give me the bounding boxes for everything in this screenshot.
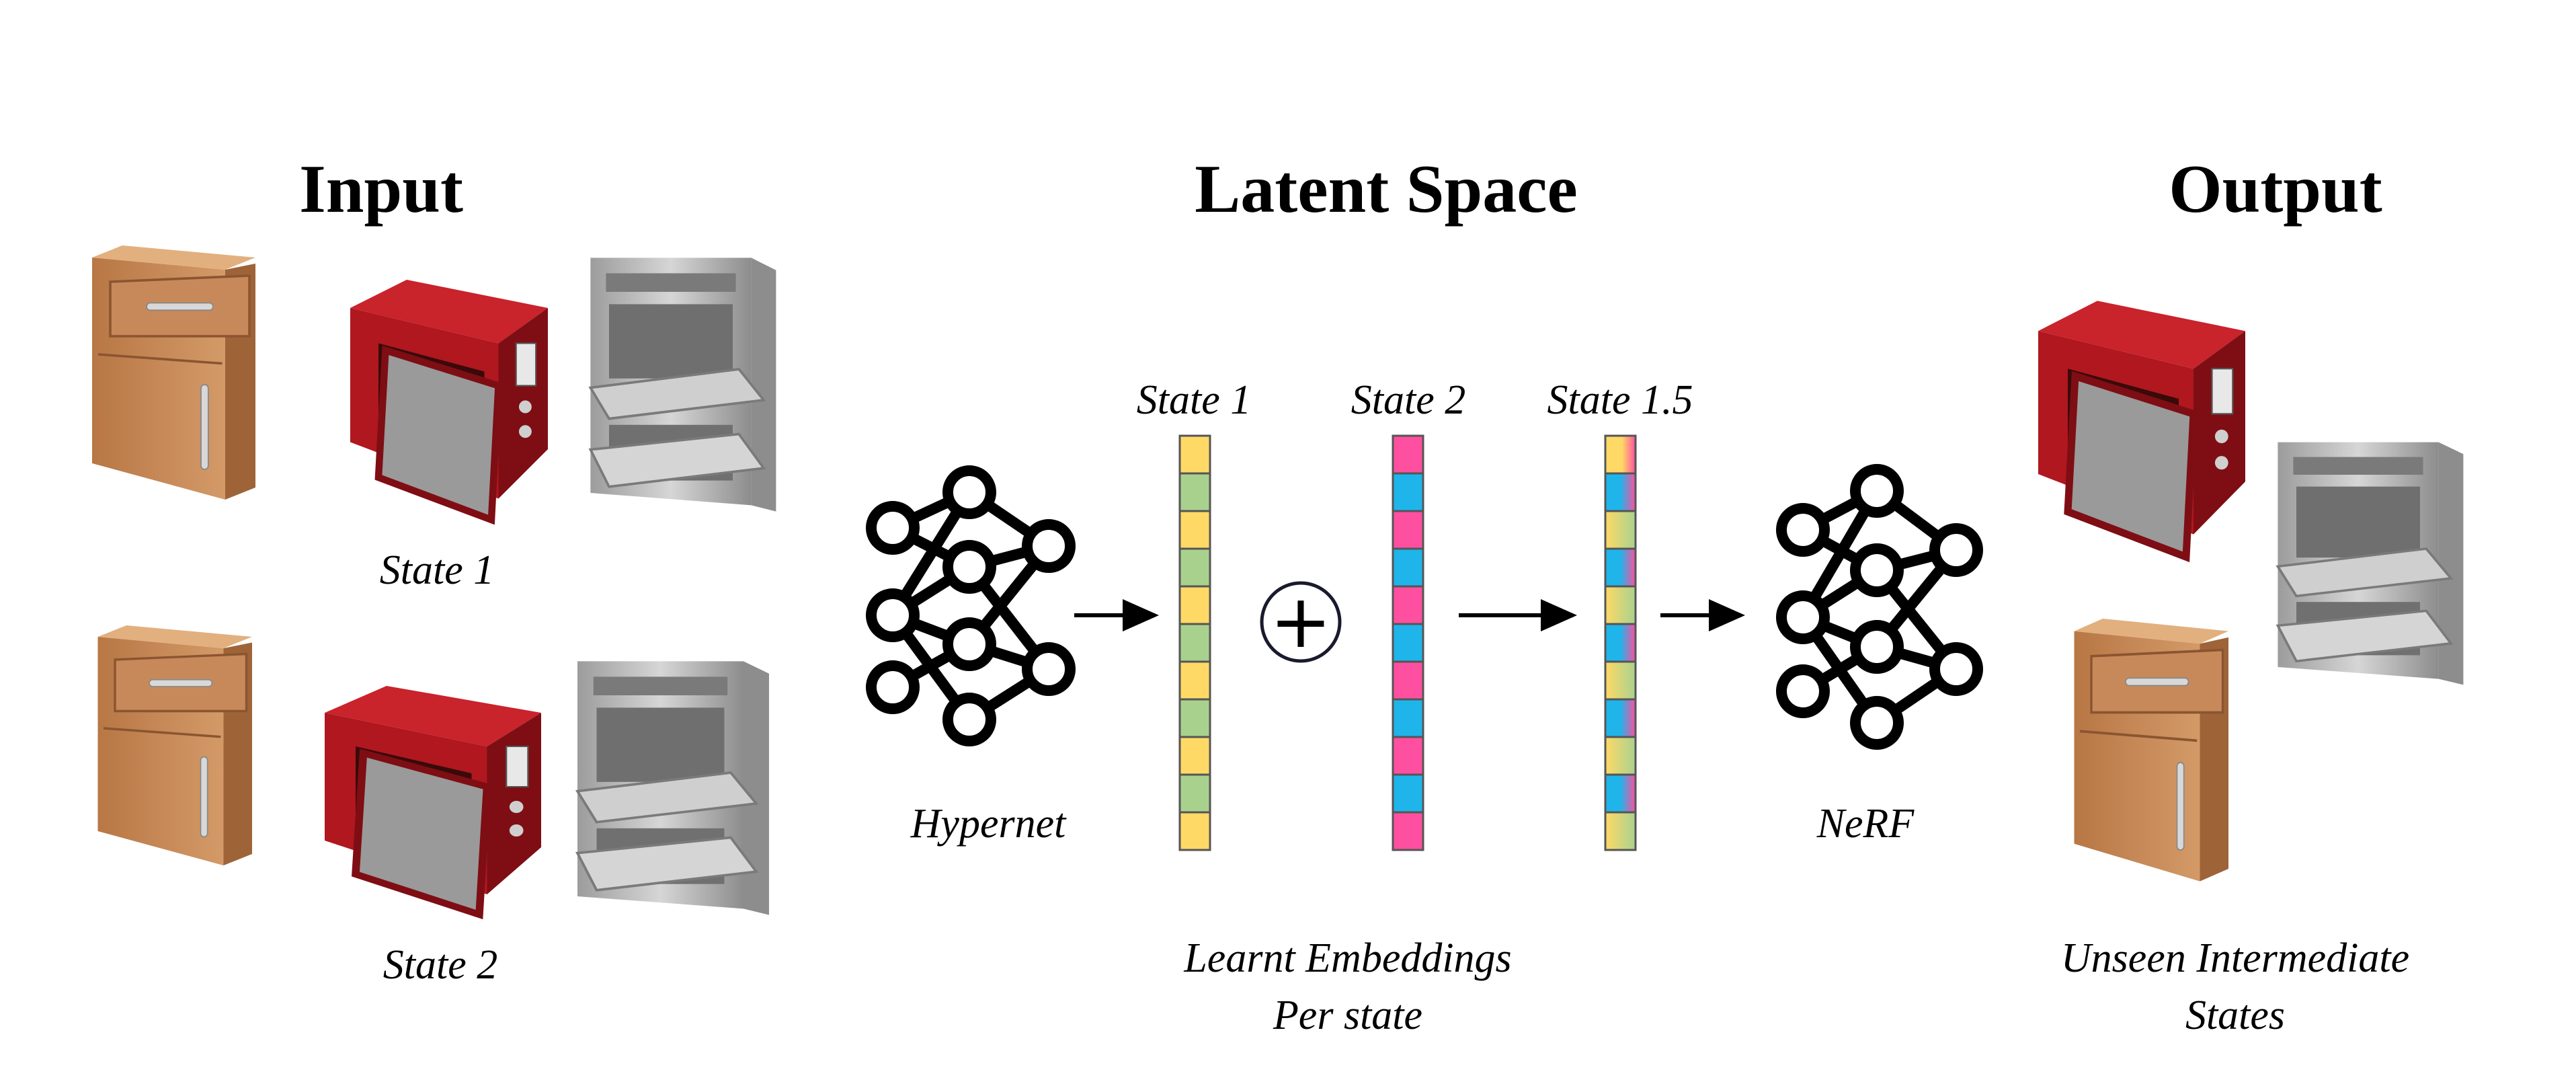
output-header: Output (2169, 151, 2382, 227)
embedding-cell-state15-2 (1604, 510, 1637, 550)
embedding-cell-state1-10 (1178, 811, 1211, 851)
embedding-cell-state15-10 (1604, 811, 1637, 851)
embedding-cell-state1-3 (1178, 547, 1211, 588)
embedding-label-state15: State 1.5 (1547, 377, 1693, 423)
plus-symbol: + (1270, 578, 1332, 664)
embedding-cell-state1-5 (1178, 623, 1211, 663)
embedding-cell-state15-8 (1604, 736, 1637, 776)
embedding-cell-state2-2 (1392, 510, 1424, 550)
embedding-cell-state2-5 (1392, 623, 1424, 663)
embedding-cell-state2-8 (1392, 736, 1424, 776)
embedding-cell-state15-0 (1604, 434, 1637, 475)
embedding-cell-state15-4 (1604, 585, 1637, 625)
embedding-cell-state15-7 (1604, 698, 1637, 738)
embedding-label-state1: State 1 (1137, 377, 1251, 423)
cabinet-output-image (2072, 617, 2230, 883)
embedding-cell-state15-5 (1604, 623, 1637, 663)
microwave-state1-image (350, 280, 548, 520)
embedding-column-state15 (1604, 434, 1637, 851)
oven-output-image (2276, 440, 2465, 687)
embedding-cell-state2-0 (1392, 434, 1424, 475)
embedding-cell-state1-9 (1178, 773, 1211, 814)
microwave-output-image (2038, 301, 2245, 557)
oven-state1-image (589, 256, 778, 513)
embedding-cell-state15-6 (1604, 660, 1637, 701)
embedding-cell-state15-1 (1604, 472, 1637, 512)
embedding-caption-line1: Learnt Embeddings (1183, 935, 1511, 981)
embedding-cell-state1-6 (1178, 660, 1211, 701)
embedding-cell-state1-7 (1178, 698, 1211, 738)
nerf-nodes (1776, 464, 1983, 750)
microwave-state2-image (325, 686, 541, 915)
embedding-label-state2: State 2 (1351, 377, 1465, 423)
input-header: Input (299, 151, 463, 227)
cabinet-state1-image (91, 244, 257, 501)
embedding-cell-state2-9 (1392, 773, 1424, 814)
output-caption-line1: Unseen Intermediate (2061, 935, 2409, 981)
embedding-cell-state15-3 (1604, 547, 1637, 588)
embedding-cell-state15-9 (1604, 773, 1637, 814)
embedding-cell-state1-1 (1178, 472, 1211, 512)
input-caption-state1: State 1 (380, 547, 494, 593)
plus-operator: + (1260, 578, 1342, 664)
nerf-label: NeRF (1816, 801, 1915, 847)
hypernet-nodes (866, 465, 1076, 746)
embedding-column-state2 (1392, 434, 1424, 851)
oven-state2-image (576, 660, 770, 917)
embedding-cell-state1-0 (1178, 434, 1211, 475)
embedding-cell-state1-2 (1178, 510, 1211, 550)
embedding-cell-state2-1 (1392, 472, 1424, 512)
cabinet-state2-image (96, 624, 253, 867)
embedding-cell-state2-10 (1392, 811, 1424, 851)
embedding-cell-state2-7 (1392, 698, 1424, 738)
input-caption-state2: State 2 (383, 942, 497, 988)
embedding-column-state1 (1178, 434, 1211, 851)
embedding-cell-state2-6 (1392, 660, 1424, 701)
embedding-cell-state2-3 (1392, 547, 1424, 588)
output-caption-line2: States (2185, 993, 2285, 1038)
embedding-cell-state1-4 (1178, 585, 1211, 625)
embedding-caption-line2: Per state (1273, 993, 1422, 1038)
latent-space-header: Latent Space (1195, 151, 1577, 227)
hypernet-label: Hypernet (910, 801, 1067, 847)
embedding-cell-state2-4 (1392, 585, 1424, 625)
embedding-cell-state1-8 (1178, 736, 1211, 776)
